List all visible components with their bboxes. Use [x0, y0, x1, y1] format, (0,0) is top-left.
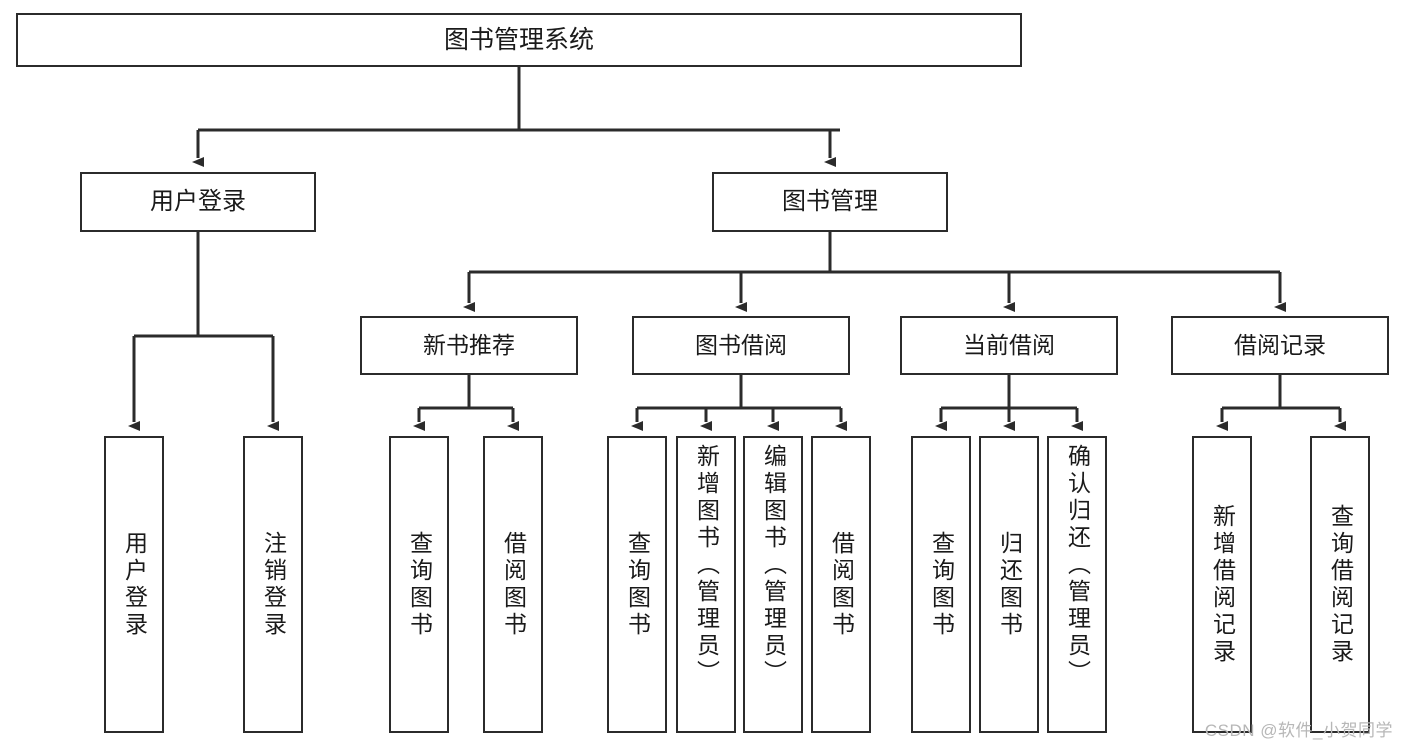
watermark: CSDN @软件_小贺同学 [1204, 721, 1393, 740]
node-label: 查询图书 [624, 530, 651, 639]
leaf-logout[interactable]: 注销登录 [243, 436, 303, 733]
leaf-borrow-book-new[interactable]: 借阅图书 [483, 436, 543, 733]
node-label: 图书管理 [782, 188, 878, 216]
node-current-borrow[interactable]: 当前借阅 [900, 316, 1118, 375]
node-label: 编辑图书（管理员） [760, 444, 787, 687]
node-label: 查询借阅记录 [1327, 503, 1354, 666]
node-label: 借阅图书 [500, 530, 527, 639]
leaf-edit-book-admin[interactable]: 编辑图书（管理员） [743, 436, 803, 733]
leaf-user-login[interactable]: 用户登录 [104, 436, 164, 733]
node-label: 借阅记录 [1234, 332, 1326, 359]
node-label: 新增借阅记录 [1209, 503, 1236, 666]
node-label: 新增图书（管理员） [693, 444, 720, 687]
node-label: 注销登录 [260, 530, 287, 639]
node-book-management[interactable]: 图书管理 [712, 172, 948, 232]
leaf-query-book-current[interactable]: 查询图书 [911, 436, 971, 733]
node-book-borrow[interactable]: 图书借阅 [632, 316, 850, 375]
node-label: 图书借阅 [695, 332, 787, 359]
node-label: 查询图书 [406, 530, 433, 639]
node-root-system[interactable]: 图书管理系统 [16, 13, 1022, 67]
node-borrow-record[interactable]: 借阅记录 [1171, 316, 1389, 375]
leaf-add-borrow-record[interactable]: 新增借阅记录 [1192, 436, 1252, 733]
node-label: 查询图书 [928, 530, 955, 639]
node-label: 用户登录 [121, 530, 148, 639]
node-label: 确认归还（管理员） [1064, 444, 1091, 687]
node-label: 当前借阅 [963, 332, 1055, 359]
node-new-book-recommend[interactable]: 新书推荐 [360, 316, 578, 375]
node-label: 用户登录 [150, 188, 246, 216]
leaf-query-book-borrow[interactable]: 查询图书 [607, 436, 667, 733]
leaf-return-book[interactable]: 归还图书 [979, 436, 1039, 733]
node-label: 归还图书 [996, 530, 1023, 639]
leaf-confirm-return-admin[interactable]: 确认归还（管理员） [1047, 436, 1107, 733]
node-label: 图书管理系统 [443, 25, 594, 54]
leaf-query-borrow-record[interactable]: 查询借阅记录 [1310, 436, 1370, 733]
leaf-add-book-admin[interactable]: 新增图书（管理员） [676, 436, 736, 733]
node-user-login[interactable]: 用户登录 [80, 172, 316, 232]
node-label: 借阅图书 [828, 530, 855, 639]
leaf-borrow-book[interactable]: 借阅图书 [811, 436, 871, 733]
node-label: 新书推荐 [423, 332, 515, 359]
leaf-query-book-new[interactable]: 查询图书 [389, 436, 449, 733]
